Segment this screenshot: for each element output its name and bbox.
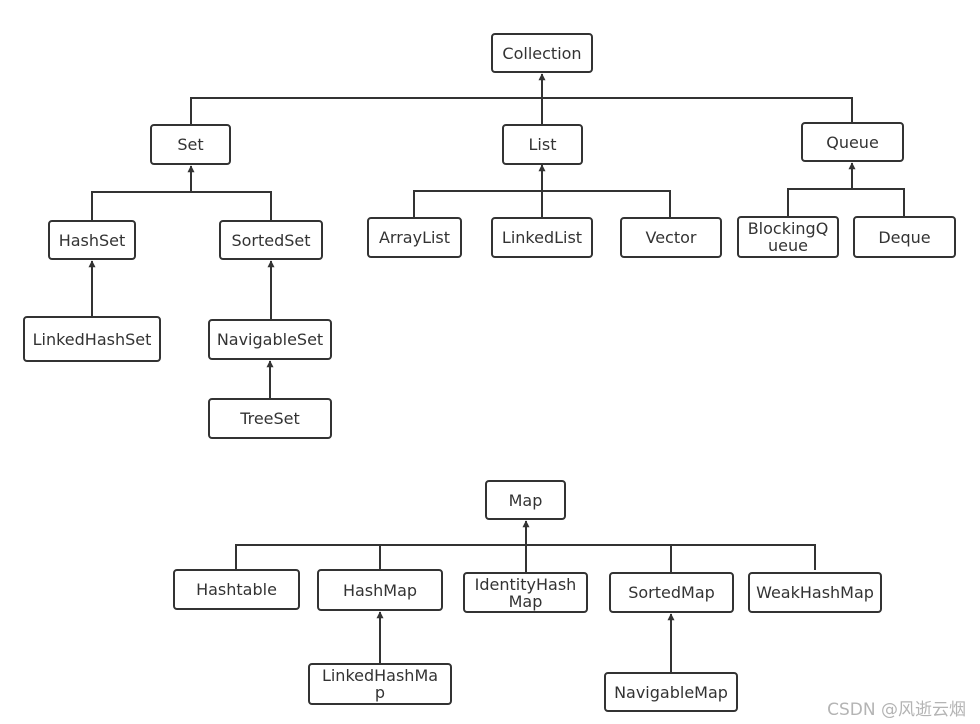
edge-sortedset-to-set <box>191 191 272 221</box>
node-sortedset: SortedSet <box>219 220 323 260</box>
edge-set-to-collection <box>190 97 542 125</box>
node-sortedmap: SortedMap <box>609 572 734 613</box>
node-navigablemap: NavigableMap <box>604 672 738 712</box>
edge-blockingqueue-to-queue <box>787 188 852 217</box>
node-vector: Vector <box>620 217 722 258</box>
node-identityhashmap: IdentityHashMap <box>463 572 588 613</box>
node-list: List <box>502 124 583 165</box>
node-set: Set <box>150 124 231 165</box>
node-linkedhashset: LinkedHashSet <box>23 316 161 362</box>
node-blockingqueue: BlockingQueue <box>737 216 839 258</box>
edge-arraylist-to-list <box>413 190 542 218</box>
node-weakhashmap: WeakHashMap <box>748 572 882 613</box>
edge-deque-to-queue <box>852 188 905 217</box>
node-hashtable: Hashtable <box>173 569 300 610</box>
edge-vector-to-list <box>542 190 671 218</box>
node-linkedlist: LinkedList <box>491 217 593 258</box>
node-hashmap: HashMap <box>317 569 443 611</box>
node-arraylist: ArrayList <box>367 217 462 258</box>
node-deque: Deque <box>853 216 956 258</box>
node-collection: Collection <box>491 33 593 73</box>
edge-queue-to-collection <box>542 97 853 123</box>
node-treeset: TreeSet <box>208 398 332 439</box>
node-hashset: HashSet <box>48 220 136 260</box>
node-navigableset: NavigableSet <box>208 319 332 360</box>
node-queue: Queue <box>801 122 904 162</box>
node-map: Map <box>485 480 566 520</box>
node-linkedhashmap: LinkedHashMap <box>308 663 452 705</box>
edge-hashset-to-set <box>91 191 191 221</box>
csdn-watermark: CSDN @风逝云烟 <box>827 700 966 720</box>
